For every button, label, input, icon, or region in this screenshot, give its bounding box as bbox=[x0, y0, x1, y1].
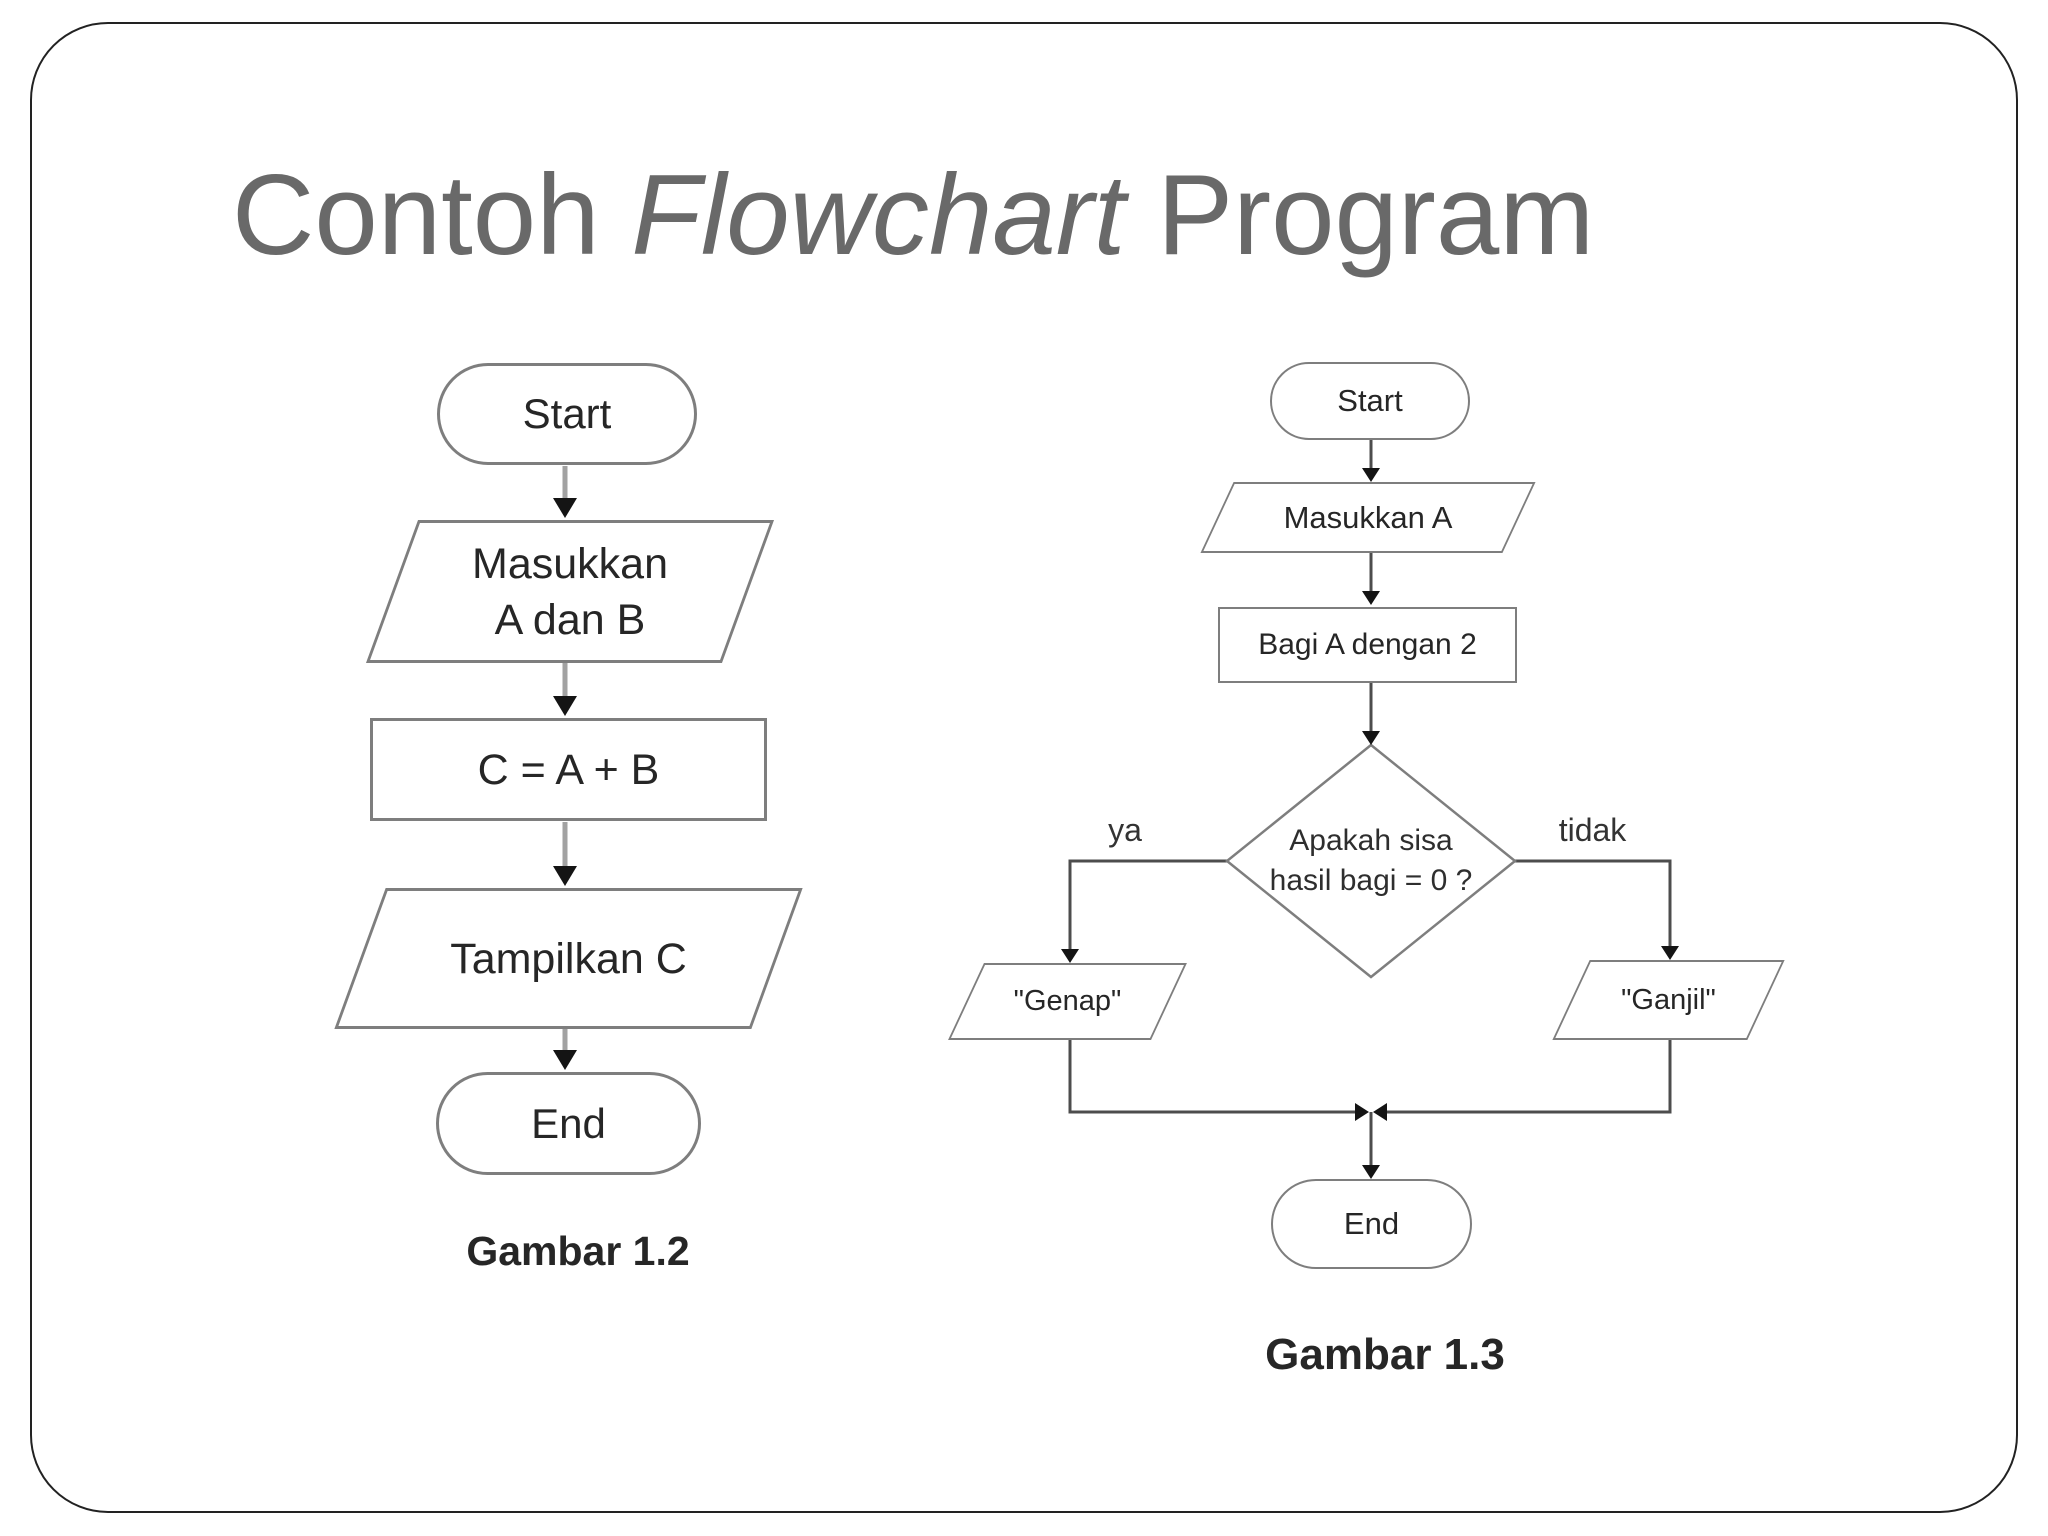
arrowhead-down-icon bbox=[553, 498, 577, 518]
title-part1: Contoh bbox=[232, 152, 632, 279]
left-input-parallelogram: Masukkan A dan B bbox=[362, 520, 778, 663]
ganjil-output-parallelogram: "Ganjil" bbox=[1547, 960, 1790, 1040]
right-process-rectangle: Bagi A dengan 2 bbox=[1218, 607, 1517, 683]
left-start-terminator: Start bbox=[437, 363, 697, 465]
right-input-text: Masukkan A bbox=[1283, 499, 1453, 535]
right-start-terminator: Start bbox=[1270, 362, 1470, 440]
arrowhead-down-icon bbox=[1362, 591, 1380, 605]
connector-ganjil-to-merge bbox=[1387, 1040, 1672, 1114]
arrowhead-down-icon bbox=[1362, 1165, 1380, 1179]
title-italic-word: Flowchart bbox=[631, 152, 1126, 279]
decision-line2: hasil bagi = 0 ? bbox=[1269, 864, 1473, 897]
arrowhead-down-icon bbox=[553, 696, 577, 716]
arrowhead-down-icon bbox=[1061, 949, 1079, 963]
arrowhead-down-icon bbox=[553, 1050, 577, 1070]
ganjil-text: "Ganjil" bbox=[1621, 983, 1716, 1016]
left-input-label: Masukkan A dan B bbox=[362, 520, 778, 663]
arrowhead-left-icon bbox=[1373, 1103, 1387, 1121]
right-end-label: End bbox=[1343, 1206, 1400, 1241]
connector-genap-to-merge bbox=[1068, 1040, 1355, 1114]
arrowhead-down-icon bbox=[1661, 946, 1679, 960]
branch-no-label: tidak bbox=[1558, 812, 1627, 848]
left-input-line1: Masukkan bbox=[472, 539, 668, 588]
connector-branch-yes bbox=[1068, 859, 1227, 949]
genap-text: "Genap" bbox=[1013, 985, 1122, 1017]
left-process-label: C = A + B bbox=[477, 745, 660, 794]
left-end-label: End bbox=[531, 1099, 606, 1147]
left-start-label: Start bbox=[522, 390, 612, 437]
left-input-line2: A dan B bbox=[494, 595, 646, 644]
arrowhead-down-icon bbox=[1362, 468, 1380, 482]
right-end-terminator: End bbox=[1271, 1179, 1472, 1269]
connector-branch-no bbox=[1515, 859, 1672, 946]
genap-output-parallelogram: "Genap" bbox=[942, 963, 1193, 1040]
left-output-label: Tampilkan C bbox=[330, 888, 807, 1029]
decision-diamond-shape bbox=[1225, 743, 1517, 979]
right-flowchart-connectors bbox=[1061, 440, 1679, 1179]
left-end-terminator: End bbox=[436, 1072, 701, 1175]
slide-rounded-border bbox=[30, 22, 2018, 1513]
right-start-label: Start bbox=[1337, 383, 1403, 418]
page-title: Contoh Flowchart Program bbox=[232, 152, 1594, 280]
left-process-rectangle: C = A + B bbox=[370, 718, 767, 821]
branch-yes-label: ya bbox=[1108, 812, 1142, 848]
arrowhead-down-icon bbox=[553, 866, 577, 886]
genap-label: "Genap" bbox=[942, 963, 1193, 1040]
title-part2: Program bbox=[1125, 152, 1595, 279]
left-output-text: Tampilkan C bbox=[450, 934, 687, 983]
arrowhead-down-icon bbox=[1362, 731, 1380, 745]
decision-label: Apakah sisa hasil bagi = 0 ? bbox=[1227, 796, 1515, 926]
arrowhead-right-icon bbox=[1355, 1103, 1369, 1121]
right-input-label: Masukkan A bbox=[1193, 482, 1543, 553]
left-flowchart-connectors bbox=[553, 466, 577, 1070]
left-output-parallelogram: Tampilkan C bbox=[330, 888, 807, 1029]
ganjil-label: "Ganjil" bbox=[1547, 960, 1790, 1040]
right-flowchart-caption: Gambar 1.3 bbox=[1265, 1330, 1505, 1379]
decision-line1: Apakah sisa bbox=[1289, 824, 1453, 857]
right-process-label: Bagi A dengan 2 bbox=[1258, 628, 1477, 661]
right-input-parallelogram: Masukkan A bbox=[1193, 482, 1543, 553]
left-flowchart-caption: Gambar 1.2 bbox=[466, 1228, 690, 1274]
